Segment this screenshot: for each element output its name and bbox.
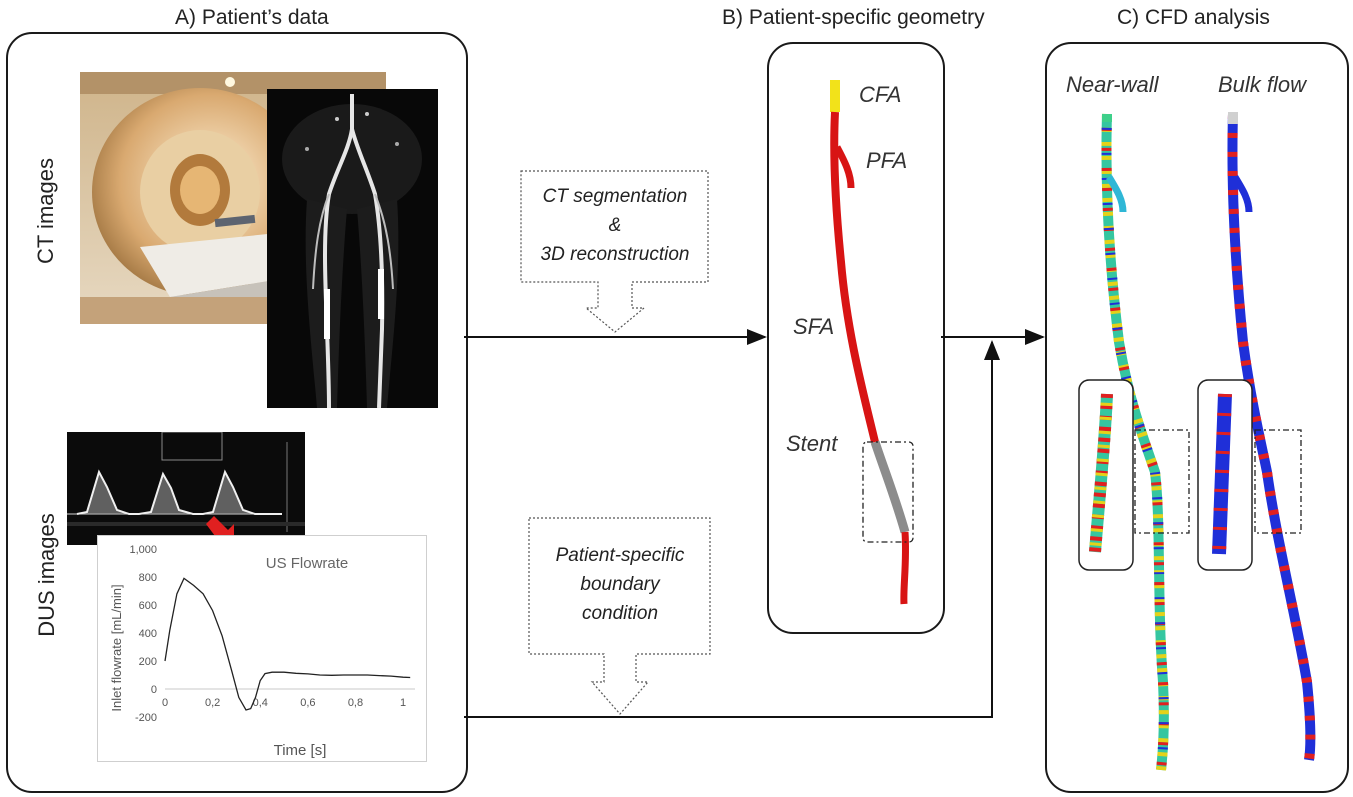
chart-y-tick-label: 0 — [151, 684, 157, 696]
chart-x-tick-label: 0,2 — [205, 697, 220, 709]
cfd-results — [1078, 112, 1316, 771]
chart-title: US Flowrate — [266, 555, 349, 572]
stent-segment — [870, 440, 910, 534]
panel-b-geometry — [767, 42, 945, 634]
sfa-label: SFA — [793, 314, 835, 339]
callout-ct-line3: 3D reconstruction — [540, 244, 690, 265]
chart-y-tick-label: -200 — [135, 712, 157, 724]
chart-x-tick-label: 0,8 — [348, 697, 363, 709]
flowrate-chart-frame — [97, 535, 427, 762]
distal-vessel — [900, 531, 910, 605]
bulk-flow-label: Bulk flow — [1218, 72, 1307, 97]
pfa-label: PFA — [866, 148, 908, 173]
callout-ct-text: CT segmentation & 3D reconstruction — [520, 182, 710, 269]
chart-y-tick-label: 1,000 — [129, 544, 157, 556]
pfa-branch — [833, 145, 855, 189]
panel-a-title: A) Patient’s data — [175, 6, 329, 29]
callout-bc-text: Patient-specific boundary condition — [528, 541, 712, 628]
callout-bc-line1: Patient-specific — [555, 545, 685, 566]
callout-ct-line1: CT segmentation — [542, 186, 688, 207]
sfa-vessel — [830, 111, 879, 443]
stent-label: Stent — [786, 431, 838, 456]
ct-scanner-photo — [80, 72, 386, 324]
chart-x-axis-label: Time [s] — [274, 742, 327, 759]
chart-x-tick-label: 0 — [162, 697, 168, 709]
panel-c-title: C) CFD analysis — [1117, 6, 1270, 29]
chart-x-tick-label: 0,4 — [253, 697, 268, 709]
callout-ct-segmentation — [520, 170, 709, 333]
chart-y-axis-label: Inlet flowrate [mL/min] — [109, 584, 124, 711]
stent-box — [862, 441, 914, 543]
dus-ultrasound-image — [67, 432, 305, 545]
callout-ct-line2: & — [608, 215, 622, 236]
callout-bc-line3: condition — [581, 603, 659, 624]
chart-x-tick-label: 1 — [400, 697, 406, 709]
callout-bc-line2: boundary — [580, 574, 660, 595]
chart-x-tick-label: 0,6 — [300, 697, 315, 709]
flowrate-chart: US Flowrate Inlet flowrate [mL/min] Time… — [109, 544, 415, 759]
chart-y-tick-label: 400 — [139, 628, 157, 640]
chart-series-line — [164, 577, 411, 711]
chart-y-tick-label: 600 — [139, 600, 157, 612]
chart-y-tick-label: 800 — [139, 572, 157, 584]
ct-angiography-image — [267, 89, 438, 408]
callout-boundary-condition — [528, 517, 711, 715]
panel-b-title: B) Patient-specific geometry — [722, 6, 985, 29]
cfa-label: CFA — [859, 82, 902, 107]
near-wall-label: Near-wall — [1066, 72, 1159, 97]
arrow-bc-to-c — [464, 340, 1000, 718]
vessel-geometry — [830, 80, 914, 605]
chart-y-tick-label: 200 — [139, 656, 157, 668]
